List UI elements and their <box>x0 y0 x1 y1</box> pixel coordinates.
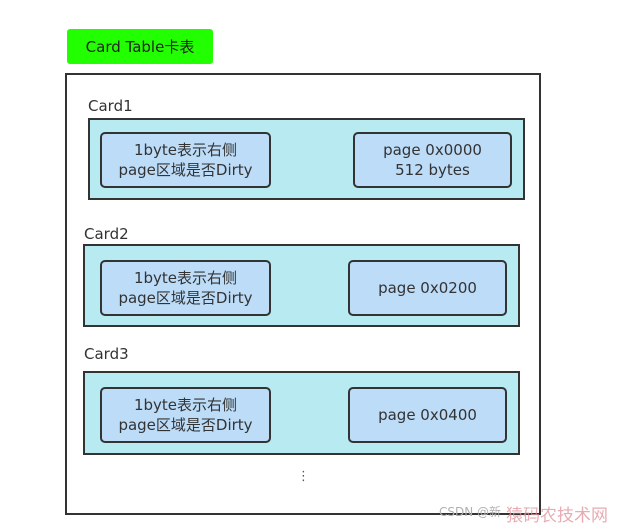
card-2-page-box: page 0x0200 <box>348 260 507 316</box>
card-3-page-address: page 0x0400 <box>378 406 477 424</box>
card-2-dirty-flag-box: 1byte表示右侧 page区域是否Dirty <box>100 260 271 316</box>
card-3-left-line-2: page区域是否Dirty <box>118 416 253 434</box>
card-label-1: Card1 <box>88 97 133 115</box>
card-1-page-size: 512 bytes <box>395 161 470 179</box>
card-2-page-address: page 0x0200 <box>378 279 477 297</box>
card-1: 1byte表示右侧 page区域是否Dirty page 0x0000 512 … <box>88 118 525 200</box>
site-watermark: 猿码农技术网 <box>506 506 608 526</box>
card-label-3: Card3 <box>84 345 129 363</box>
card-2-left-line-1: 1byte表示右侧 <box>133 269 238 287</box>
card-3-page-box: page 0x0400 <box>348 387 507 443</box>
card-1-page-box: page 0x0000 512 bytes <box>353 132 512 188</box>
card-2: 1byte表示右侧 page区域是否Dirty page 0x0200 <box>83 244 520 327</box>
card-1-dirty-flag-box: 1byte表示右侧 page区域是否Dirty <box>100 132 271 188</box>
card-3-dirty-flag-box: 1byte表示右侧 page区域是否Dirty <box>100 387 271 443</box>
card-label-2: Card2 <box>84 225 129 243</box>
more-cards-ellipsis: ⋮ <box>297 469 310 484</box>
card-3: 1byte表示右侧 page区域是否Dirty page 0x0400 <box>83 371 520 455</box>
card-1-page-address: page 0x0000 <box>383 141 482 159</box>
card-table-title: Card Table卡表 <box>67 29 213 64</box>
card-1-left-line-1: 1byte表示右侧 <box>133 141 238 159</box>
card-3-left-line-1: 1byte表示右侧 <box>133 396 238 414</box>
csdn-watermark: CSDN @新 <box>439 505 502 519</box>
card-1-left-line-2: page区域是否Dirty <box>118 161 253 179</box>
card-2-left-line-2: page区域是否Dirty <box>118 289 253 307</box>
